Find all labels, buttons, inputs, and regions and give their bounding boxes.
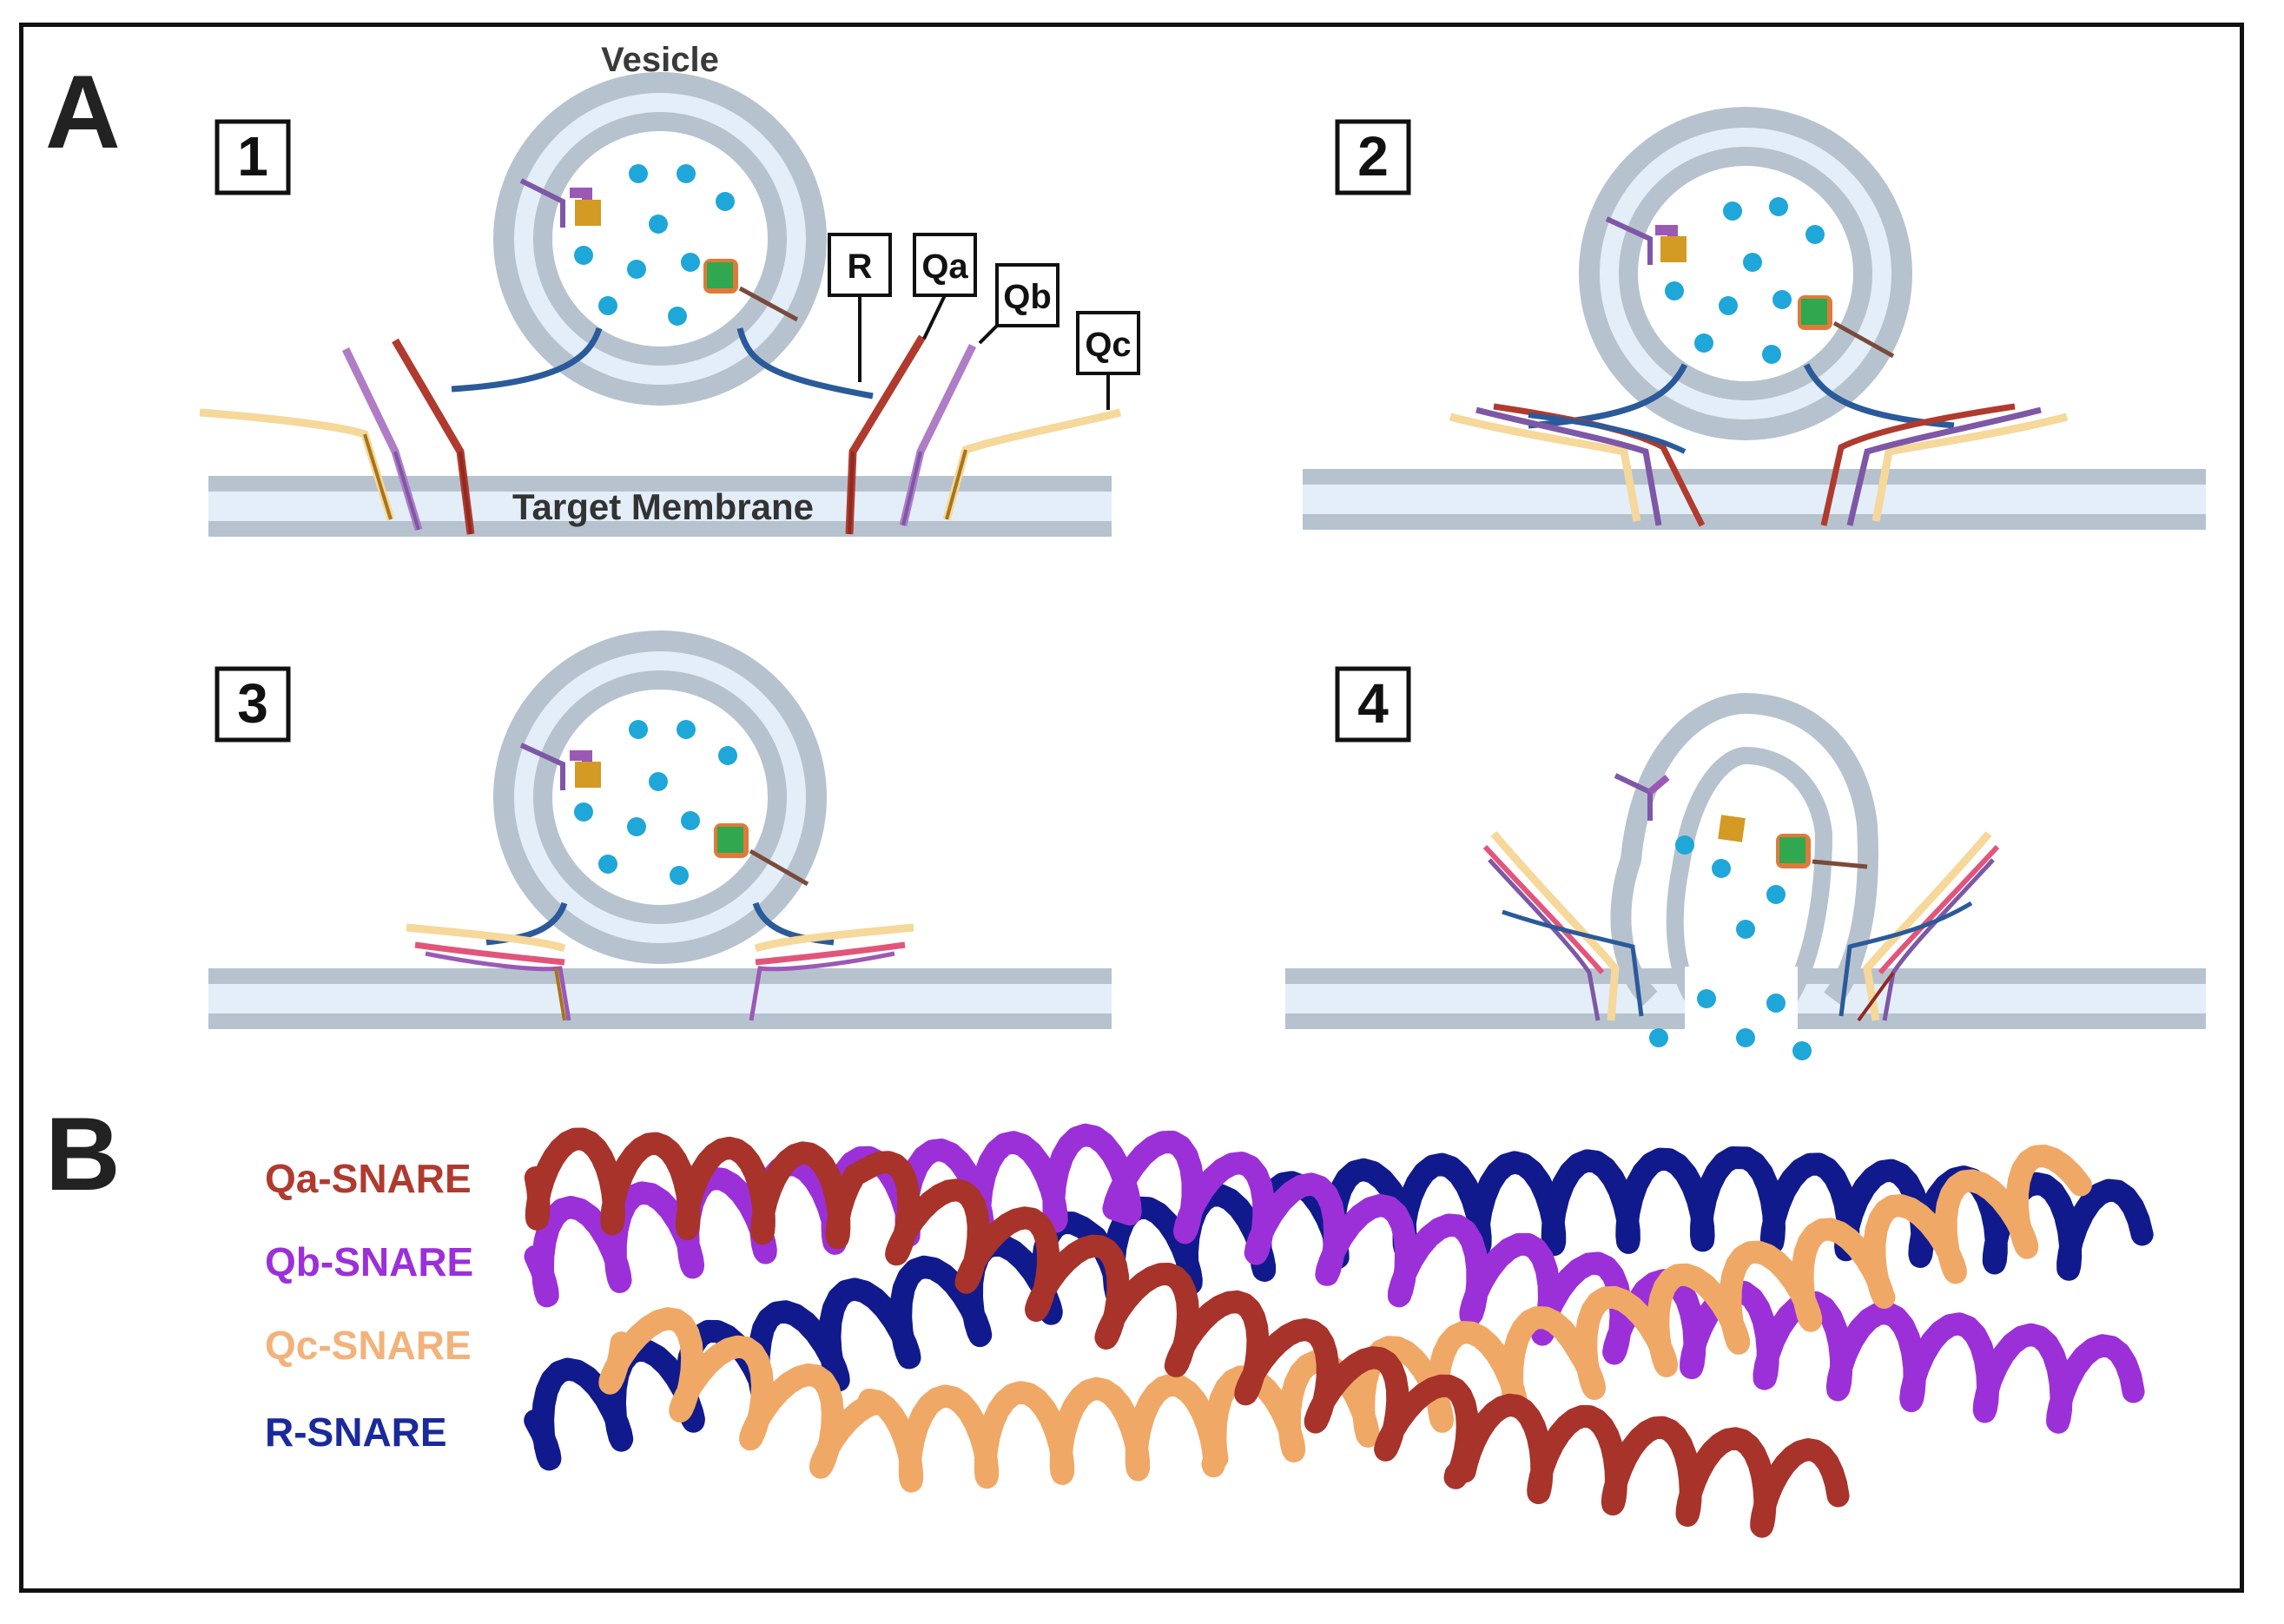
legend-qb-snare: Qb-SNARE	[265, 1239, 473, 1284]
cargo-dots-1	[574, 164, 735, 326]
snare-tag-r: R	[828, 233, 892, 382]
step-3-number: 3	[237, 672, 268, 735]
step-4: 4	[1285, 666, 2206, 1060]
legend-r-snare: R-SNARE	[265, 1409, 447, 1455]
target-membrane-2	[1303, 469, 2206, 530]
legend-qc-snare: Qc-SNARE	[265, 1323, 472, 1368]
snare-tag-qc: Qc	[1076, 311, 1140, 410]
panel-a-label: A	[45, 54, 121, 170]
helix-qa-snare	[524, 1127, 1850, 1538]
svg-text:Qa: Qa	[921, 248, 968, 286]
step-1-box	[215, 119, 291, 195]
cargo-receptor-square-1	[575, 200, 601, 226]
cargo-dots-3	[574, 720, 737, 885]
helix-qc-snare	[598, 1144, 2092, 1493]
step-4-number: 4	[1357, 672, 1389, 735]
svg-text:R: R	[848, 248, 873, 286]
step-1-number: 1	[237, 125, 268, 188]
target-membrane-label: Target Membrane	[512, 486, 814, 527]
snare-tag-qa: Qa	[913, 233, 977, 340]
svg-text:Qb: Qb	[1003, 278, 1052, 316]
svg-text:Qc: Qc	[1085, 326, 1131, 364]
target-membrane-1	[208, 476, 1112, 537]
vesicle-3	[493, 630, 827, 964]
cargo-receptor-green-1	[707, 262, 733, 288]
step-1: 1 Vesicle Target Membrane	[199, 41, 1140, 537]
vesicle-1	[493, 72, 827, 406]
step-2: 2	[1303, 107, 2206, 530]
legend-qa-snare: Qa-SNARE	[265, 1156, 472, 1201]
panel-b-label: B	[45, 1096, 121, 1212]
cargo-dots-4	[1649, 835, 1812, 1060]
snare-tag-qb: Qb	[978, 263, 1059, 345]
step-3: 3	[208, 630, 1112, 1029]
snare-legend: Qa-SNARE Qb-SNARE Qc-SNARE R-SNARE	[265, 1156, 473, 1455]
snare-helix-bundle	[524, 1123, 2154, 1538]
vesicle-2	[1579, 107, 1912, 440]
figure-frame	[19, 23, 2244, 1593]
cargo-dots-2	[1665, 197, 1825, 364]
step-2-number: 2	[1357, 125, 1389, 188]
target-membrane-3	[208, 968, 1112, 1029]
